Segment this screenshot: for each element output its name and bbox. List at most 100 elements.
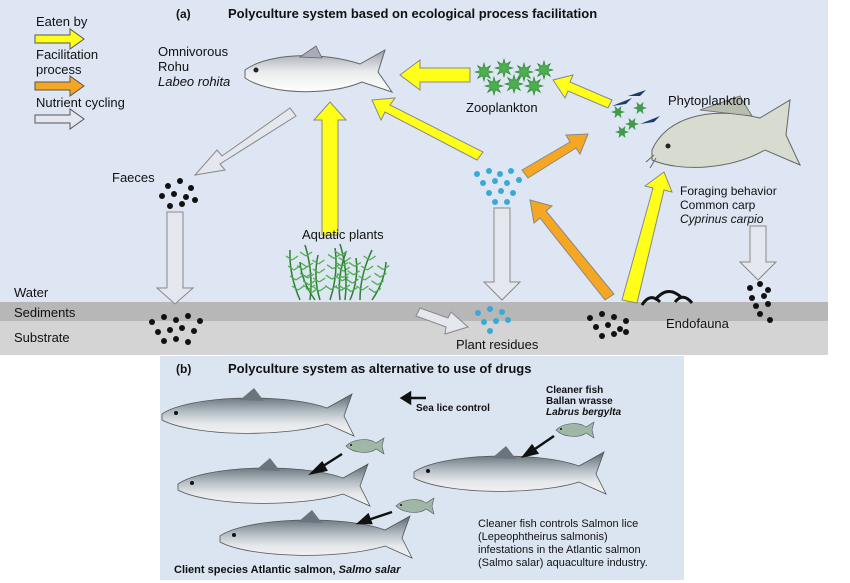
carp-label-3: Cyprinus carpio <box>680 212 764 226</box>
carp-fish-illustration <box>645 95 802 169</box>
microbe-dot <box>492 199 498 205</box>
sediment-dot <box>173 317 179 323</box>
sediment-dot <box>757 311 763 317</box>
endofauna-label: Endofauna <box>666 316 729 331</box>
substrate-label: Substrate <box>14 330 70 345</box>
plant-stem <box>349 257 358 301</box>
plant-leaf <box>335 261 349 267</box>
plant-leaf <box>302 280 316 286</box>
plant-leaf <box>289 275 303 281</box>
plant-leaf <box>299 251 313 257</box>
rohu-fish-illustration <box>244 45 394 93</box>
phytoplankton-label: Phytoplankton <box>668 93 751 108</box>
plant-leaf <box>368 287 382 293</box>
plant-leaf <box>348 261 362 267</box>
sediment-dot <box>611 331 617 337</box>
sediment-dot <box>617 326 623 332</box>
plant-leaf <box>363 255 376 261</box>
diatom-cell <box>612 98 632 106</box>
microbe-dot <box>480 180 486 186</box>
phytoplankton-cell <box>625 117 639 131</box>
salmon-fish-2 <box>177 457 371 507</box>
sediment-dot <box>593 324 599 330</box>
faeces-dot <box>159 193 165 199</box>
plant-leaf <box>371 280 384 286</box>
sediments-label: Sediments <box>14 305 76 320</box>
microbe-dot <box>492 178 498 184</box>
sediment-dot <box>765 287 771 293</box>
salmon-fish-3 <box>219 509 413 559</box>
plant-leaf <box>356 285 369 291</box>
legend-eaten-arrow <box>34 28 85 50</box>
microbe-dots <box>474 168 522 205</box>
faeces-dot <box>192 197 198 203</box>
plant-residues-label: Plant residues <box>456 337 539 352</box>
sediment-dot <box>161 338 167 344</box>
residue-dot <box>505 317 511 323</box>
sea-lice-label: Sea lice control <box>416 403 490 414</box>
microbe-dot <box>474 171 480 177</box>
legend-facilitation-label-2: process <box>36 62 82 77</box>
plant-stem <box>299 261 316 301</box>
panel-a-title: Polyculture system based on ecological p… <box>228 6 598 21</box>
residue-dot <box>493 318 499 324</box>
residue-dot <box>475 310 481 316</box>
rohu-label-2: Rohu <box>158 59 190 74</box>
zooplankton-cell <box>533 59 555 81</box>
sediment-dot <box>753 303 759 309</box>
aquatic-plants-illustration <box>285 243 390 301</box>
plant-leaf <box>337 266 350 272</box>
sediment-dot <box>761 293 767 299</box>
arrow-plants-to-residues <box>415 307 470 335</box>
plant-stem <box>339 243 347 301</box>
plant-residue-dots <box>475 306 511 334</box>
sediment-dot <box>155 329 161 335</box>
plant-leaf <box>305 287 319 293</box>
phytoplankton-cell <box>611 105 625 119</box>
endofauna-worms <box>640 290 694 306</box>
faeces-dot <box>179 201 185 207</box>
water-label: Water <box>14 285 49 300</box>
zooplankton-cell <box>523 75 545 97</box>
plant-stem <box>289 249 301 301</box>
plant-stem <box>329 247 337 301</box>
faeces-dot <box>165 183 171 189</box>
faeces-dot <box>167 203 173 209</box>
plant-leaf <box>285 255 299 261</box>
sediment-dot <box>757 281 763 287</box>
plant-leaf <box>312 277 326 283</box>
faeces-dots <box>159 178 198 209</box>
note-line-3: infestations in the Atlantic salmon <box>478 544 641 556</box>
sediment-dot <box>185 339 191 345</box>
sediment-dot <box>765 301 771 307</box>
client-species-name: Salmo salar <box>338 564 401 576</box>
wrasse-fish-2 <box>395 497 435 515</box>
microbe-dot <box>510 190 516 196</box>
arrow-zoo-to-rohu <box>399 59 471 91</box>
microbe-dot <box>508 168 514 174</box>
legend-nutrient-label: Nutrient cycling <box>36 95 125 110</box>
faeces-dot <box>183 194 189 200</box>
microbe-dot <box>486 190 492 196</box>
plant-leaf <box>336 273 350 279</box>
residue-dot <box>487 306 493 312</box>
arrow-endofauna-to-microbes <box>529 199 615 301</box>
rohu-label-3: Labeo rohita <box>158 74 231 89</box>
arrow-faeces-to-sediment <box>155 211 195 305</box>
sediment-dot <box>167 327 173 333</box>
rohu-label-1: Omnivorous <box>158 44 229 59</box>
panel-b: (b) Polyculture system as alternative to… <box>160 356 684 580</box>
note-line-4: (Salmo salar) aquaculture industry. <box>478 557 648 569</box>
residue-dot <box>481 319 487 325</box>
residue-dot <box>499 309 505 315</box>
cleaner-label-1: Cleaner fish <box>546 385 604 396</box>
faeces-dot <box>171 191 177 197</box>
sediment-dot <box>197 318 203 324</box>
zooplankton-cell <box>493 57 515 79</box>
sediment-dot <box>747 285 753 291</box>
plant-leaf <box>326 264 340 270</box>
plant-stem <box>315 254 321 301</box>
arrow-endofauna-to-carp <box>621 171 673 304</box>
legend-nutrient-arrow <box>34 108 85 130</box>
plant-leaf <box>346 278 359 284</box>
